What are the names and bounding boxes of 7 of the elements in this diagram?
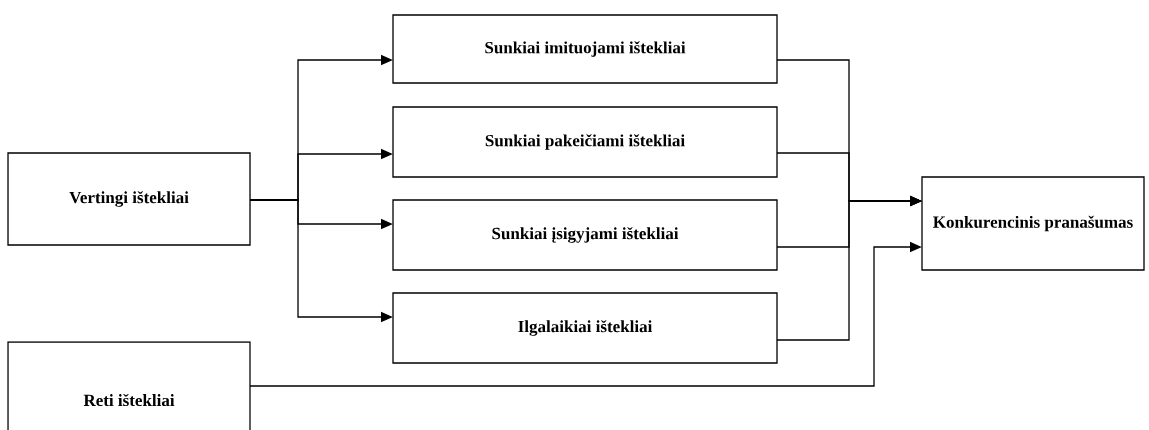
box: Sunkiai imituojami ištekliai	[392, 14, 778, 84]
box: Sunkiai pakeičiami ištekliai	[392, 106, 778, 178]
box: Vertingi ištekliai	[7, 152, 251, 246]
box: Reti ištekliai	[7, 341, 251, 430]
box: Sunkiai įsigyjami ištekliai	[392, 199, 778, 271]
box: Ilgalaikiai ištekliai	[392, 292, 778, 364]
box: Konkurencinis pranašumas	[921, 176, 1145, 271]
